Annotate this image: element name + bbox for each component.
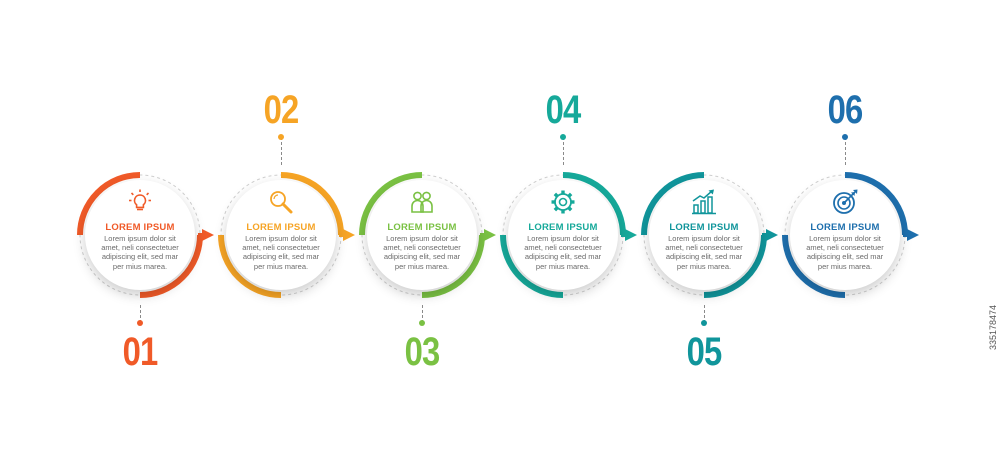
step-title: LOREM IPSUM: [105, 222, 175, 233]
leader-dot-3: [419, 320, 425, 326]
step-title: LOREM IPSUM: [246, 222, 316, 233]
arrow-right-icon: [766, 229, 778, 241]
step-body: Lorem ipsum dolor sit amet, neli consect…: [806, 234, 884, 271]
gear-icon: [551, 190, 575, 214]
step-disc: [226, 180, 336, 290]
step-disc: [85, 180, 195, 290]
step-ring: [218, 172, 355, 298]
step-ring: [500, 172, 637, 298]
step-title: LOREM IPSUM: [669, 222, 739, 233]
step-body: Lorem ipsum dolor sit amet, neli consect…: [101, 234, 179, 271]
leader-line-6: [845, 137, 847, 165]
step-2: LOREM IPSUM Lorem ipsum dolor sit amet, …: [211, 165, 355, 305]
leader-line-1: [140, 305, 142, 323]
step-number-02: 02: [263, 88, 300, 132]
progress-arc: [782, 172, 908, 298]
leader-line-3: [422, 305, 424, 323]
people-icon: [411, 191, 433, 213]
step-title: LOREM IPSUM: [810, 222, 880, 233]
arrow-right-icon: [202, 229, 214, 241]
step-number-06: 06: [827, 88, 864, 132]
step-number-03: 03: [404, 330, 441, 374]
lightbulb-icon: [129, 189, 151, 211]
leader-dot-5: [701, 320, 707, 326]
step-number-01: 01: [122, 330, 159, 374]
leader-dot-2: [278, 134, 284, 140]
step-disc: [790, 180, 900, 290]
leader-dot-4: [560, 134, 566, 140]
step-3: LOREM IPSUM Lorem ipsum dolor sit amet, …: [352, 165, 496, 305]
step-1: LOREM IPSUM Lorem ipsum dolor sit amet, …: [70, 165, 214, 305]
progress-arc: [359, 172, 485, 298]
step-disc: [367, 180, 477, 290]
step-ring: [77, 172, 214, 298]
leader-dot-6: [842, 134, 848, 140]
progress-arc: [641, 172, 767, 298]
arrow-right-icon: [484, 229, 496, 241]
step-ring: [641, 172, 778, 298]
step-6: LOREM IPSUM Lorem ipsum dolor sit amet, …: [775, 165, 919, 305]
arrow-right-icon: [907, 229, 919, 241]
arrow-right-icon: [343, 229, 355, 241]
step-body: Lorem ipsum dolor sit amet, neli consect…: [665, 234, 743, 271]
leader-line-2: [281, 137, 283, 165]
progress-arc: [77, 172, 203, 298]
target-icon: [833, 189, 858, 214]
step-number-05: 05: [686, 330, 723, 374]
arrow-right-icon: [625, 229, 637, 241]
magnifier-icon: [270, 191, 293, 214]
leader-dot-1: [137, 320, 143, 326]
progress-arc: [218, 172, 344, 298]
step-ring: [782, 172, 919, 298]
step-ring: [359, 172, 496, 298]
leader-line-5: [704, 305, 706, 323]
step-body: Lorem ipsum dolor sit amet, neli consect…: [524, 234, 602, 271]
step-title: LOREM IPSUM: [387, 222, 457, 233]
leader-line-4: [563, 137, 565, 165]
step-5: LOREM IPSUM Lorem ipsum dolor sit amet, …: [634, 165, 778, 305]
growth-chart-icon: [692, 189, 716, 215]
step-body: Lorem ipsum dolor sit amet, neli consect…: [242, 234, 320, 271]
step-number-04: 04: [545, 88, 582, 132]
step-title: LOREM IPSUM: [528, 222, 598, 233]
stock-id-watermark: 335178474: [988, 304, 998, 350]
step-body: Lorem ipsum dolor sit amet, neli consect…: [383, 234, 461, 271]
step-4: LOREM IPSUM Lorem ipsum dolor sit amet, …: [493, 165, 637, 305]
progress-arc: [500, 172, 626, 298]
